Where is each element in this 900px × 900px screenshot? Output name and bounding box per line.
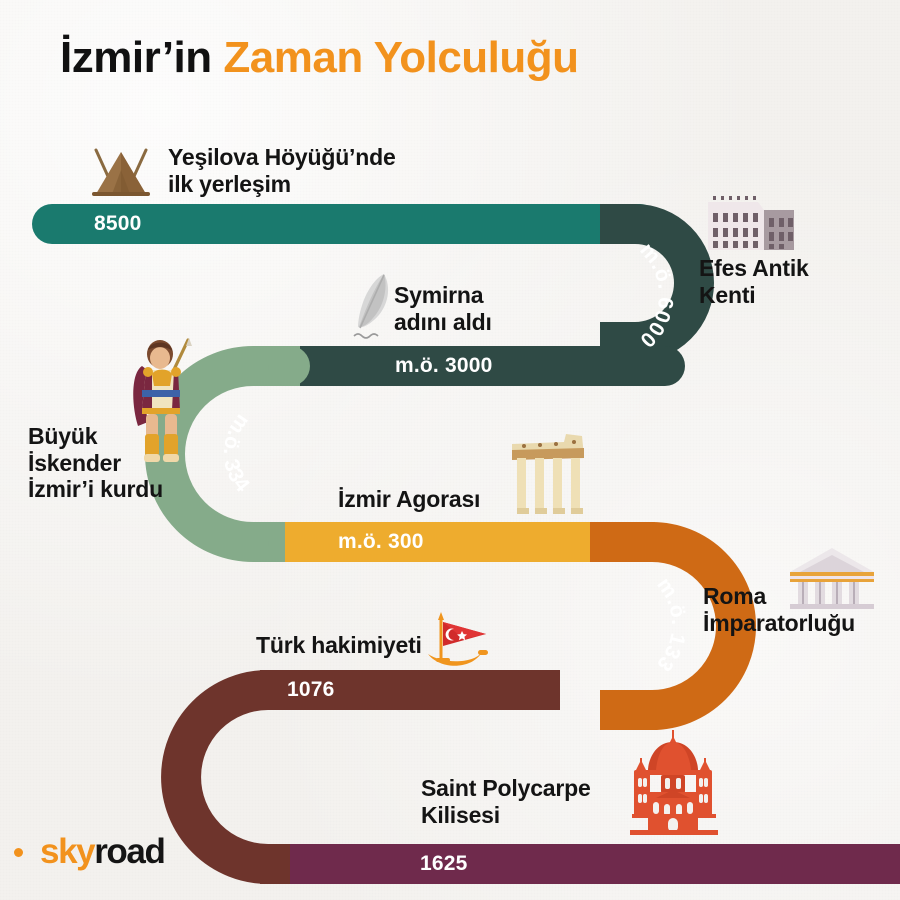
logo-sky: sky [40,832,96,871]
label-buyuk-iskender: Büyük İskender İzmir’i kurdu [28,423,163,503]
label-line: Kilisesi [421,801,500,828]
title-part-black: İzmir’in [60,33,212,82]
segment-1076 [260,670,560,710]
label-symirna: Symirna adını aldı [394,282,492,335]
value-8500: 8500 [94,212,142,235]
label-line: İzmir’i kurdu [28,476,163,503]
feather-icon [353,274,389,339]
page-title: İzmir’in Zaman Yolculuğu [60,36,579,80]
label-yesilova-hoyugu: Yeşilova Höyüğü’nde ilk yerleşim [168,144,396,197]
label-line: İzmir Agorası [338,486,481,512]
label-line: Saint Polycarpe [421,775,591,801]
value-1625: 1625 [420,852,468,875]
label-line: Kenti [699,281,756,308]
logo-road: road [94,832,166,871]
label-izmir-agorasi: İzmir Agorası [338,486,480,513]
value-1076: 1076 [287,678,335,701]
value-mo-300: m.ö. 300 [338,530,424,553]
temple-icon [790,548,874,609]
value-mo-3000: m.ö. 3000 [395,354,493,377]
skyroad-logo[interactable]: skyroad [14,832,166,871]
label-line: ilk yerleşim [168,170,291,197]
label-turk-hakimiyeti: Türk hakimiyeti [256,632,422,659]
label-saint-polycarpe: Saint Polycarpe Kilisesi [421,775,591,828]
segment-mo-133 [590,522,756,730]
ottoman-flag-sword-icon [428,612,488,666]
label-roma-imparatorlugu: Roma İmparatorluğu [703,583,855,636]
value-mo-334: m.ö. 334 [219,410,255,497]
title-part-orange: Zaman Yolculuğu [223,33,579,82]
label-line: Symirna [394,282,484,308]
segment-turn-brown [161,670,304,884]
logo-dot [14,848,23,857]
label-efes-antik-kenti: Efes Antik Kenti [699,255,809,308]
label-line: Türk hakimiyeti [256,632,422,658]
church-icon [630,730,718,835]
tent-icon [92,148,150,196]
label-line: Roma [703,583,767,609]
value-mo-133: m.ö. 133 [652,574,690,676]
label-line: adını aldı [394,308,492,335]
segment-mo-6000 [600,204,714,362]
label-line: Efes Antik [699,255,809,281]
columns-icon [512,434,584,514]
label-line: Yeşilova Höyüğü’nde [168,144,396,170]
label-line: İmparatorluğu [703,609,856,636]
soldier-icon [133,338,192,462]
segment-mo-3000 [270,346,685,386]
label-line: Büyük [28,423,98,449]
colosseum-icon [708,196,794,250]
label-line: İskender [28,449,122,476]
